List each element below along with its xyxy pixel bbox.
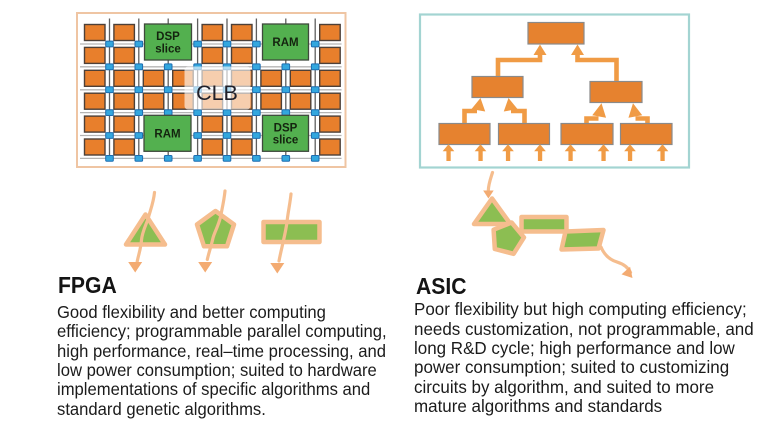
svg-text:slice: slice: [273, 135, 299, 147]
svg-text:CLB: CLB: [196, 81, 238, 105]
svg-text:slice: slice: [155, 43, 181, 55]
svg-text:DSP: DSP: [156, 31, 180, 43]
svg-text:RAM: RAM: [154, 129, 180, 141]
svg-text:RAM: RAM: [272, 37, 298, 49]
svg-text:DSP: DSP: [274, 122, 298, 134]
